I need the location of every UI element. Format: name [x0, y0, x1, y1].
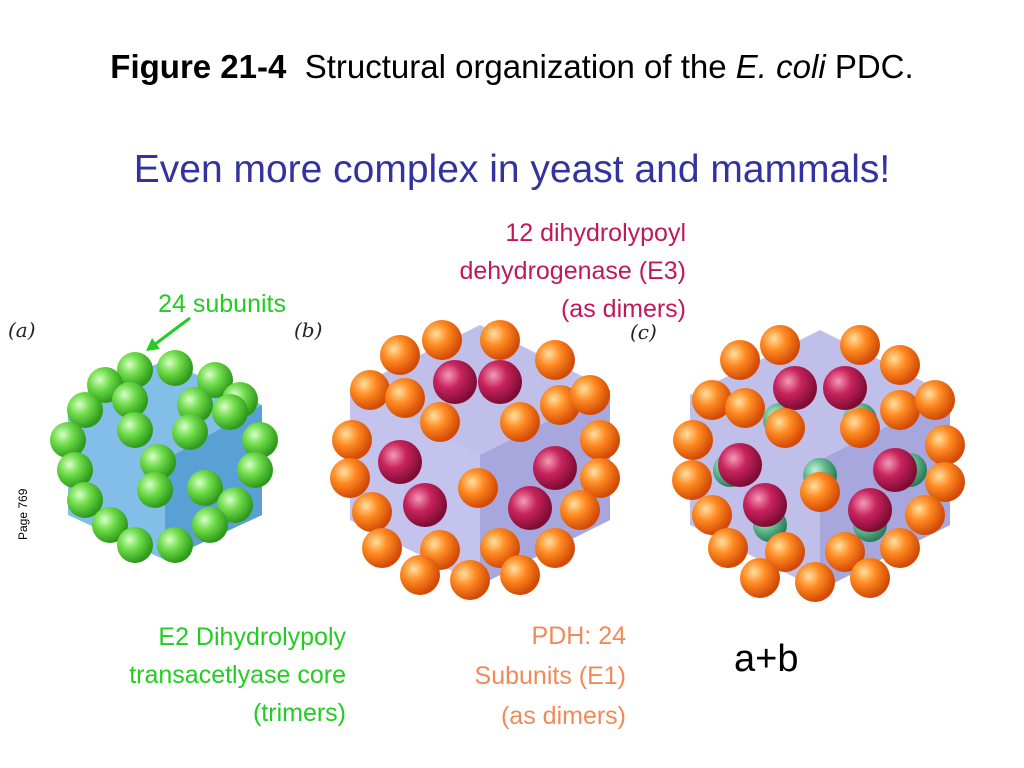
title-organism: E. coli	[735, 48, 826, 85]
title-text-before: Structural organization of the	[304, 48, 727, 85]
figure-number: Figure 21-4	[110, 48, 287, 85]
slide-subtitle: Even more complex in yeast and mammals!	[133, 148, 891, 191]
e1-label-line2: Subunits (E1)	[474, 662, 626, 690]
panel-a-e2-core	[50, 350, 278, 563]
e2-label-line1: E2 Dihydrolypoly	[158, 623, 346, 651]
red-e3-dimers	[378, 360, 577, 530]
e2-core-label: E2 Dihydrolypoly transacetlyase core (tr…	[20, 618, 346, 732]
green-subunit-cluster	[50, 350, 278, 563]
panel-label-b: (b)	[294, 318, 323, 342]
e1-label-line3: (as dimers)	[500, 702, 626, 730]
figure-title: Figure 21-4 Structural organization of t…	[0, 48, 1024, 86]
e3-label-line2: dehydrogenase (E3)	[459, 257, 686, 285]
panel-label-a: (a)	[8, 318, 36, 342]
e3-label-line1: 12 dihydrolypoyl	[505, 219, 686, 247]
e2-label-line3: (trimers)	[252, 699, 346, 727]
e3-label-line3: (as dimers)	[560, 295, 686, 323]
e1-label-line1: PDH: 24	[531, 622, 626, 650]
subunits-arrow	[146, 316, 191, 351]
orange-e1-subunits	[330, 320, 620, 600]
e3-label: 12 dihydrolypoyl dehydrogenase (E3) (as …	[330, 214, 686, 328]
combined-label: a+b	[734, 638, 799, 680]
e2-subunits-label: 24 subunits	[158, 290, 286, 318]
e1-pdh-label: PDH: 24 Subunits (E1) (as dimers)	[380, 616, 626, 736]
panel-label-c: (c)	[630, 320, 657, 344]
page-reference: Page 769	[16, 488, 30, 540]
panel-b-e1-e3	[330, 320, 620, 600]
e2-label-line2: transacetlyase core	[129, 661, 346, 689]
red-e3-dimers-c	[718, 366, 917, 532]
title-text-after: PDC.	[834, 48, 914, 85]
orange-e1-subunits-c	[672, 325, 965, 602]
panel-c-combined	[672, 325, 965, 602]
